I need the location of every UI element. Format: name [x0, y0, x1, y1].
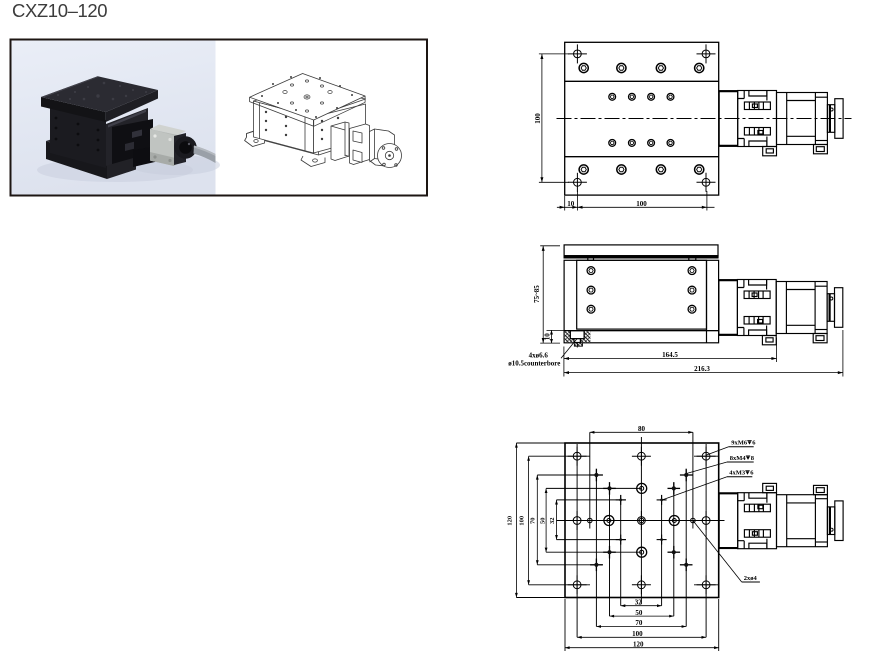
svg-text:9xM6: 9xM6 — [731, 440, 748, 447]
svg-text:50: 50 — [635, 609, 643, 617]
svg-text:70: 70 — [530, 517, 537, 524]
svg-text:120: 120 — [506, 516, 513, 526]
svg-text:216.3: 216.3 — [694, 365, 710, 373]
svg-text:100: 100 — [519, 516, 526, 526]
svg-text:80: 80 — [638, 425, 646, 433]
svg-text:4xM3: 4xM3 — [729, 470, 746, 477]
svg-text:8xM4: 8xM4 — [730, 455, 747, 462]
svg-text:6: 6 — [750, 470, 754, 477]
svg-text:4xø6.6: 4xø6.6 — [529, 351, 549, 359]
svg-text:100: 100 — [534, 113, 542, 124]
svg-text:100: 100 — [636, 200, 647, 208]
svg-text:100: 100 — [632, 630, 643, 638]
svg-text:120: 120 — [633, 640, 644, 648]
svg-text:32: 32 — [549, 517, 556, 524]
svg-text:50: 50 — [540, 517, 547, 524]
svg-text:2xø4: 2xø4 — [744, 575, 758, 582]
svg-text:6: 6 — [752, 440, 756, 447]
svg-text:8: 8 — [751, 455, 755, 462]
svg-text:32: 32 — [635, 598, 643, 606]
svg-text:70: 70 — [635, 619, 643, 627]
svg-text:ø10.5counterbore: ø10.5counterbore — [508, 360, 560, 368]
svg-text:10: 10 — [543, 333, 551, 341]
svg-text:10: 10 — [567, 200, 575, 208]
svg-text:75~85: 75~85 — [533, 285, 541, 303]
svg-text:164.5: 164.5 — [662, 351, 678, 359]
